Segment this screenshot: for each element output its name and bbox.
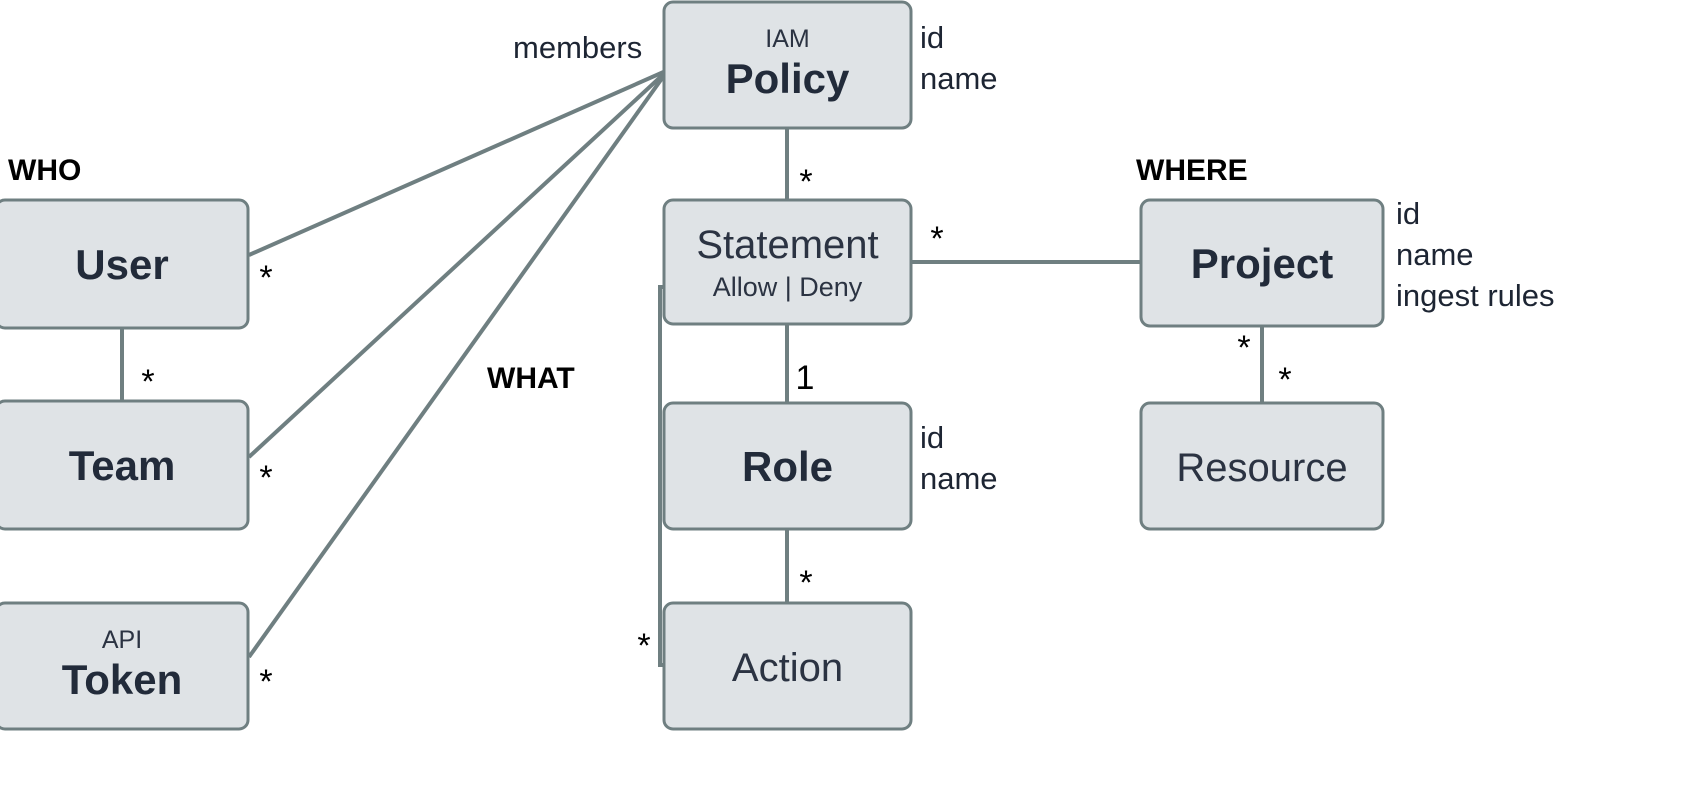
node-box-user[interactable] (0, 198, 250, 330)
edge-token-policy (247, 68, 670, 659)
node-kicker-api-token: API (102, 626, 142, 654)
multiplicity-statement-action-mult: * (637, 627, 650, 665)
node-action[interactable]: Action (662, 601, 913, 731)
node-title-api-token: Token (62, 656, 183, 703)
edge-statement-action (658, 285, 664, 667)
attribute-project-1: name (1396, 237, 1474, 272)
node-box-statement[interactable] (662, 198, 913, 326)
multiplicity-policy-statement-mult: * (799, 163, 812, 201)
attribute-role-1: name (920, 461, 998, 496)
multiplicity-statement-project-mult: * (930, 220, 943, 258)
node-user[interactable]: User (0, 198, 250, 330)
multiplicity-team-policy-mult: * (259, 459, 272, 497)
node-box-project[interactable] (1139, 198, 1385, 328)
multiplicity-user-team-mult: * (141, 363, 154, 401)
group-label-who: WHO (8, 154, 81, 187)
labels-layer: id name id name id name ingest rules WHO WHAT WHE… (8, 20, 1555, 701)
attribute-policy-1: name (920, 61, 998, 96)
node-title-team: Team (69, 442, 176, 489)
edge-team-policy (247, 68, 670, 459)
node-box-api-token[interactable] (0, 601, 250, 731)
node-box-role[interactable] (662, 401, 913, 531)
multiplicity-user-policy-mult: * (259, 259, 272, 297)
group-label-what: WHAT (487, 362, 575, 395)
edge-user-policy (248, 68, 669, 257)
node-project[interactable]: Project (1139, 198, 1385, 328)
node-resource[interactable]: Resource (1139, 401, 1385, 531)
attribute-project-0: id (1396, 196, 1420, 231)
node-subtitle-statement: Allow | Deny (713, 272, 863, 302)
node-box-resource[interactable] (1139, 401, 1385, 531)
node-box-policy[interactable] (662, 0, 913, 130)
node-team[interactable]: Team (0, 399, 250, 531)
attributes-role: id name (920, 420, 998, 496)
node-title-role: Role (742, 443, 833, 490)
attribute-policy-0: id (920, 20, 944, 55)
multiplicity-project-resource-mult-bottom: * (1278, 361, 1291, 399)
multiplicity-role-action-mult: * (799, 564, 812, 602)
node-title-project: Project (1191, 240, 1333, 287)
attribute-project-2: ingest rules (1396, 278, 1555, 313)
node-kicker-policy: IAM (765, 25, 809, 53)
multiplicity-statement-role-mult: 1 (796, 359, 815, 397)
node-title-user: User (75, 241, 168, 288)
node-title-policy: Policy (726, 55, 850, 102)
members-label: members (513, 30, 642, 65)
node-box-team[interactable] (0, 399, 250, 531)
node-title-statement: Statement (696, 223, 878, 267)
node-box-action[interactable] (662, 601, 913, 731)
edges-layer (120, 68, 1264, 667)
attributes-project: id name ingest rules (1396, 196, 1555, 313)
multiplicity-project-resource-mult-top: * (1237, 329, 1250, 367)
node-title-action: Action (732, 646, 843, 690)
node-role[interactable]: Role (662, 401, 913, 531)
attributes-policy: id name (920, 20, 998, 96)
attribute-role-0: id (920, 420, 944, 455)
group-label-where: WHERE (1136, 154, 1248, 187)
multiplicity-token-policy-mult: * (259, 663, 272, 701)
node-title-resource: Resource (1176, 446, 1347, 490)
